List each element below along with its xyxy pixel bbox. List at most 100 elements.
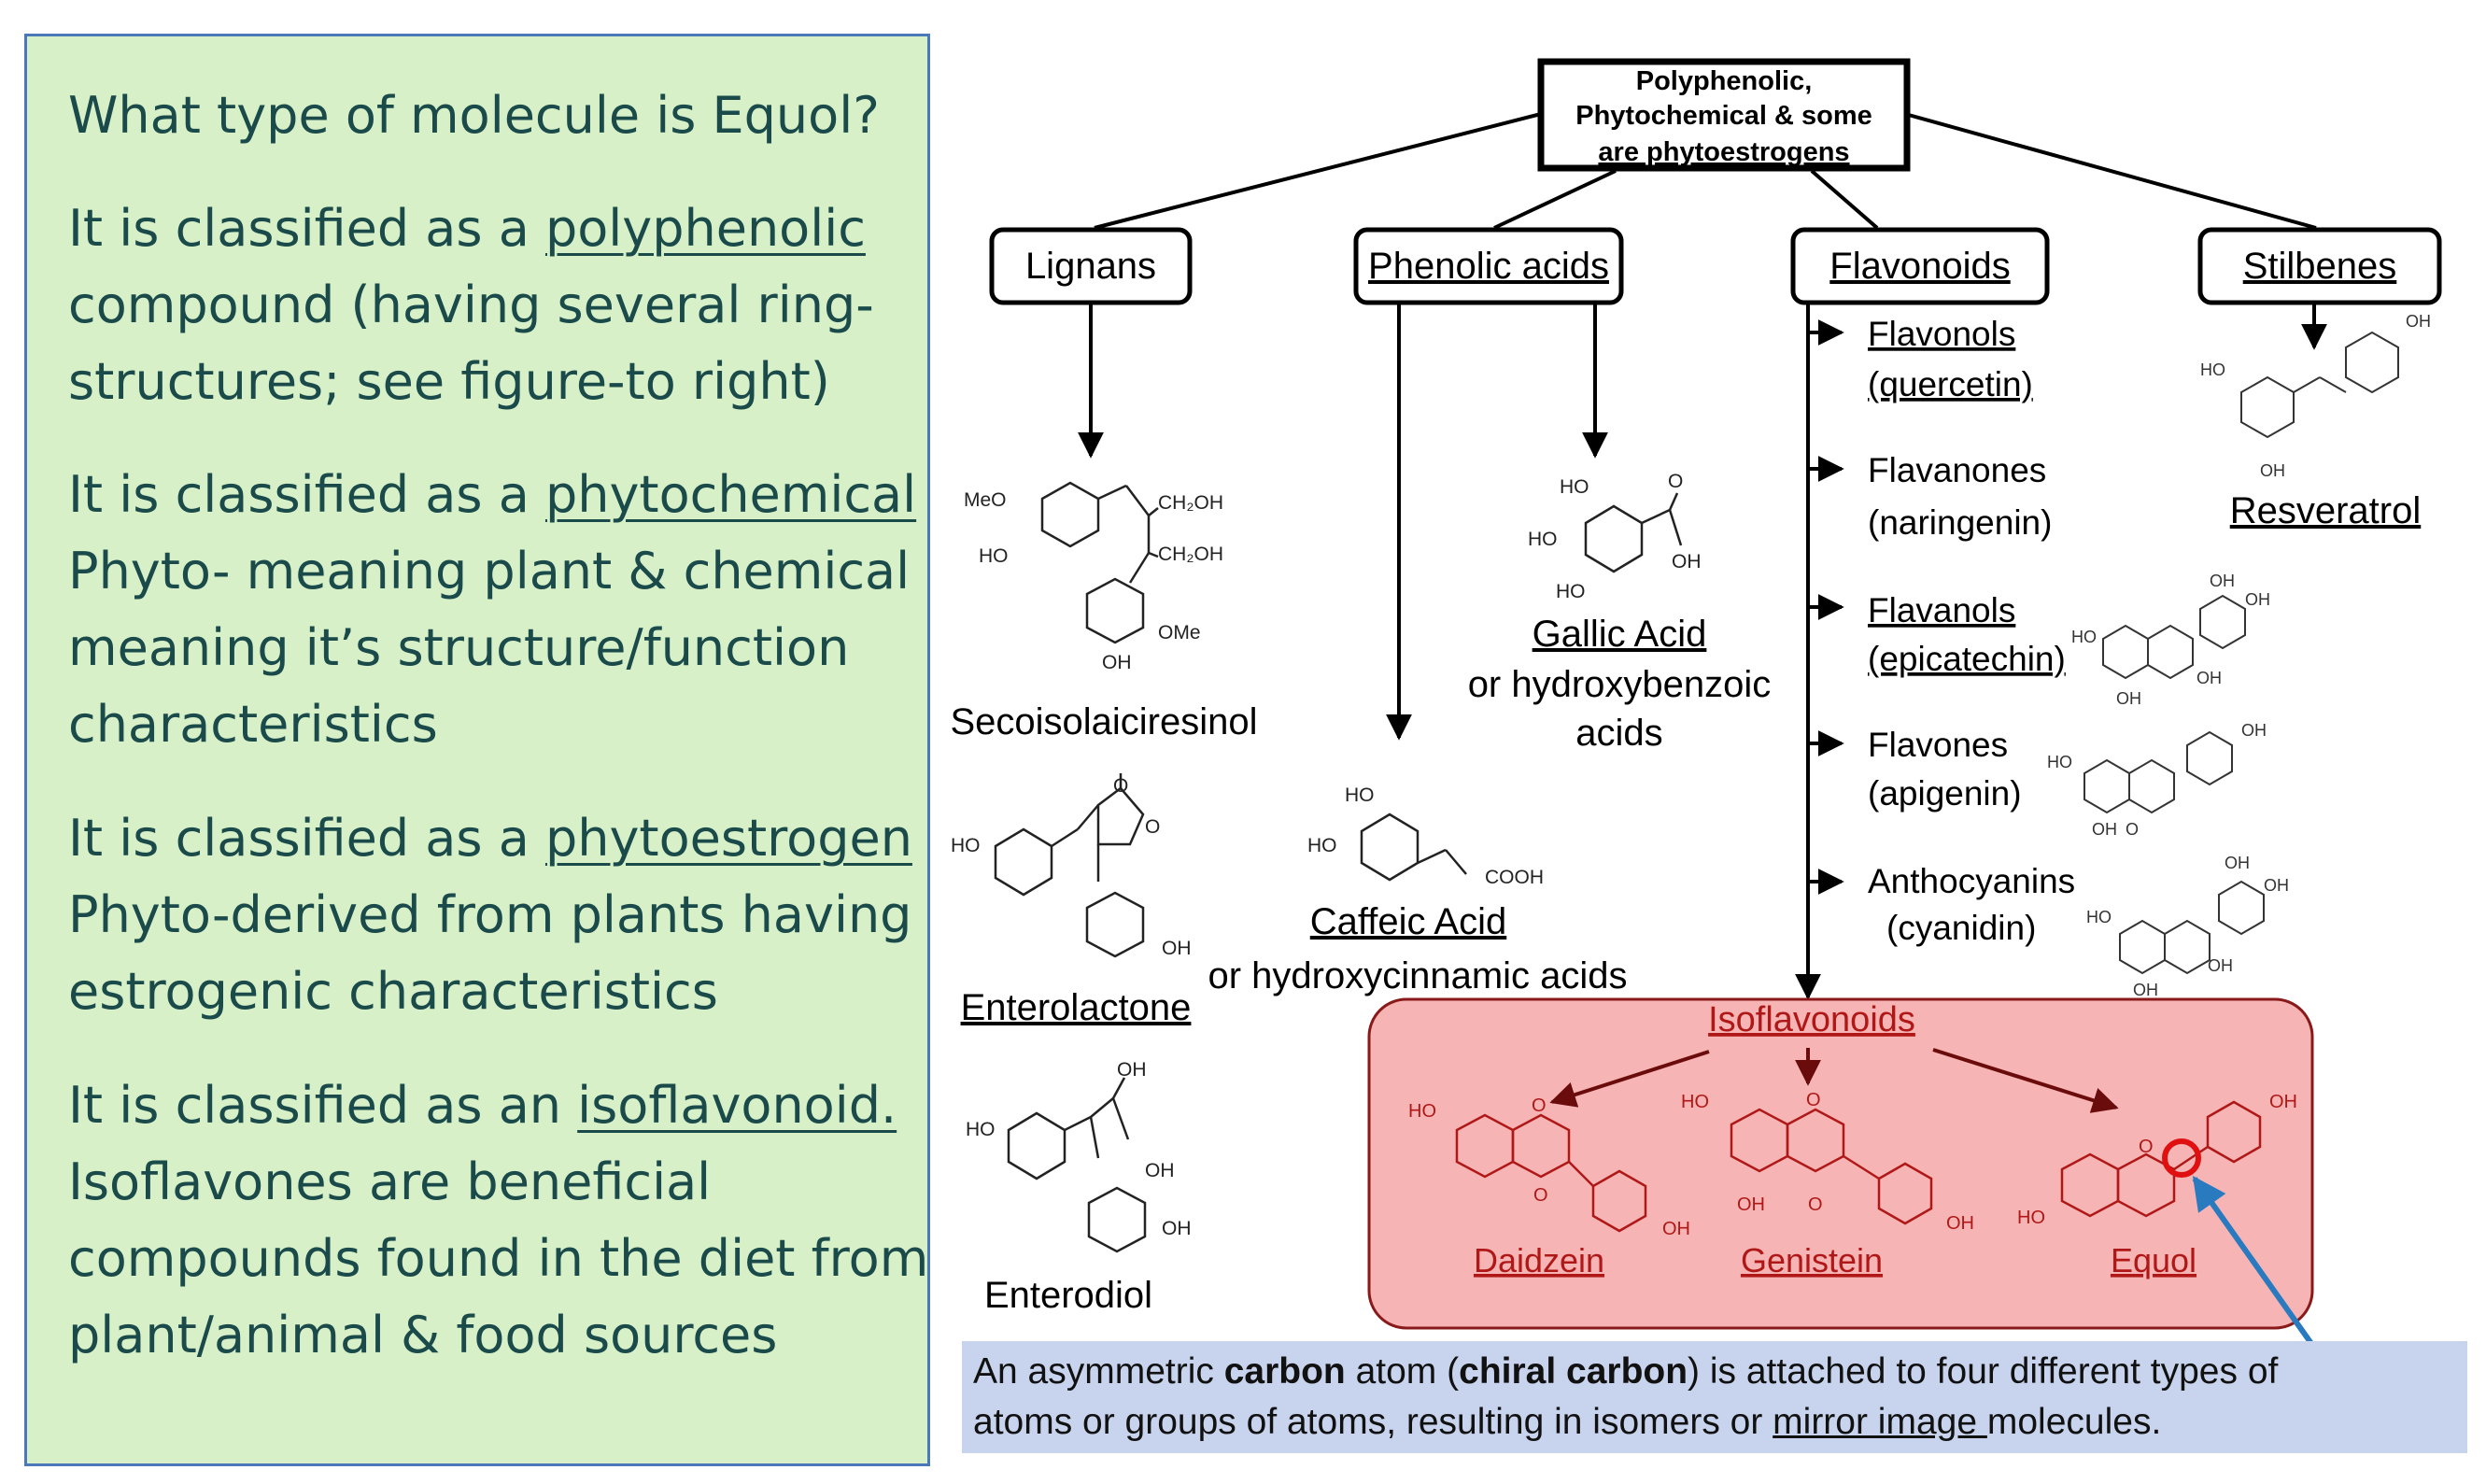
chem-label: O xyxy=(1533,1185,1548,1206)
tree-connectors xyxy=(1094,112,2317,230)
chem-label: HO xyxy=(979,545,1009,567)
daidzein-label: Daidzein xyxy=(1474,1241,1604,1279)
term-phytoestrogen: phytoestrogen xyxy=(544,809,912,868)
chem-label: OH xyxy=(1162,938,1192,959)
chem-label: O xyxy=(1532,1095,1547,1116)
text-line: Phyto-derived from plants having xyxy=(68,885,912,944)
caffeic-acid-structure xyxy=(1360,813,1467,882)
category-lignans: Lignans xyxy=(989,227,1193,305)
text-line: estrogenic characteristics xyxy=(68,962,718,1021)
chem-label: OH xyxy=(1662,1219,1690,1239)
secoisolariciresinol-structure xyxy=(1040,481,1159,644)
chem-label: HO xyxy=(2017,1208,2045,1228)
caption-bold: chiral carbon xyxy=(1459,1351,1688,1392)
chem-label: HO xyxy=(951,835,981,856)
question-heading: What type of molecule is Equol? xyxy=(68,86,880,145)
text-line: Isoflavones are beneficial xyxy=(68,1152,712,1211)
text: It is classified as a xyxy=(68,809,545,868)
naringenin-label: (naringenin) xyxy=(1868,503,2052,542)
genistein-label: Genistein xyxy=(1741,1241,1883,1279)
text: It is classified as an xyxy=(68,1076,578,1135)
category-phenolic-acids: Phenolic acids xyxy=(1353,227,1624,305)
caption-bold: carbon xyxy=(1223,1351,1346,1392)
text: It is classified as a xyxy=(68,199,545,258)
enterolactone-label: Enterolactone xyxy=(961,987,1192,1028)
chem-label: OMe xyxy=(1158,622,1201,643)
caption-line-1: An asymmetric carbon atom (chiral carbon… xyxy=(973,1347,2456,1397)
classification-phytochemical: It is classified as a phytochemical xyxy=(68,457,916,533)
chem-label: CH₂OH xyxy=(1158,492,1223,514)
chem-label: OH xyxy=(1145,1160,1175,1181)
chem-label: O xyxy=(1806,1090,1821,1110)
root-line-2: Phytochemical & some xyxy=(1575,101,1872,131)
flavonols-label: Flavonols xyxy=(1868,315,2015,353)
chem-label: OH xyxy=(2210,572,2235,590)
text-line: Phyto- meaning plant & chemical xyxy=(68,542,911,601)
chem-label: HO xyxy=(1345,784,1375,806)
caption-underlined: mirror image xyxy=(1773,1402,1987,1442)
resveratrol-label: Resveratrol xyxy=(2230,490,2422,531)
caffeic-acid-sub: or hydroxycinnamic acids xyxy=(1208,955,1627,996)
chem-label: COOH xyxy=(1485,867,1544,888)
text-line: characteristics xyxy=(68,695,438,754)
caption-text: ) is attached to four different types of xyxy=(1688,1351,2279,1392)
chem-label: OH xyxy=(2225,854,2250,872)
lignans-label: Lignans xyxy=(1025,246,1156,287)
text-line: compound (having several ring- xyxy=(68,276,874,334)
chem-label: OH xyxy=(1946,1213,1974,1234)
category-flavonoids: Flavonoids xyxy=(1790,227,2050,305)
chem-label: OH xyxy=(2196,669,2222,687)
chem-label: OH xyxy=(2208,956,2233,975)
cyanidin-label: (cyanidin) xyxy=(1886,909,2036,947)
daidzein-structure xyxy=(1455,1113,1647,1233)
chem-label: OH xyxy=(2092,820,2117,839)
term-polyphenolic: polyphenolic xyxy=(544,199,866,258)
enterodiol-label: Enterodiol xyxy=(984,1275,1152,1316)
caption-text: molecules. xyxy=(1986,1402,2162,1442)
caption-text: atom ( xyxy=(1345,1351,1460,1392)
tree-arrows xyxy=(1078,304,2327,1000)
classification-isoflavonoid: It is classified as an isoflavonoid. xyxy=(68,1067,897,1144)
chem-label: OH xyxy=(1162,1218,1192,1239)
chem-label: OH xyxy=(1672,551,1702,572)
gallic-acid-label: Gallic Acid xyxy=(1533,614,1707,655)
chem-label: HO xyxy=(2071,628,2097,646)
text-line: compounds found in the diet from xyxy=(68,1229,929,1288)
enterolactone-structure xyxy=(994,773,1145,958)
chem-label: OH xyxy=(2241,721,2267,740)
equol-label: Equol xyxy=(2111,1241,2196,1279)
chiral-carbon-highlight xyxy=(2162,1138,2201,1178)
classification-polyphenolic: It is classified as a polyphenolic xyxy=(68,191,866,267)
chiral-carbon-pointer-arrow xyxy=(2192,1176,2315,1347)
secoisolariciresinol-label: Secoisolaiciresinol xyxy=(950,701,1257,742)
chem-label: OH xyxy=(2406,312,2431,331)
isoflavonoids-label: Isoflavonoids xyxy=(1708,1000,1915,1039)
chem-label: HO xyxy=(1560,476,1589,498)
isoflavonoids-group: Isoflavonoids HO O O OH Daidzein HO xyxy=(1367,997,2314,1330)
caption-text: An asymmetric xyxy=(973,1351,1224,1392)
caffeic-acid-label: Caffeic Acid xyxy=(1310,901,1507,942)
caption-line-2: atoms or groups of atoms, resulting in i… xyxy=(973,1397,2456,1448)
chem-label: HO xyxy=(1681,1092,1709,1112)
gallic-acid-sub-2: acids xyxy=(1575,713,1662,754)
chem-label: OH xyxy=(2245,590,2270,609)
equol-structure xyxy=(2060,1100,2262,1218)
chem-label: HO xyxy=(1408,1101,1436,1122)
classification-phytoestrogen: It is classified as a phytoestrogen xyxy=(68,800,912,877)
chem-label: CH₂OH xyxy=(1158,544,1223,565)
text-line: structures; see figure-to right) xyxy=(68,352,830,411)
chem-label: HO xyxy=(2086,908,2112,926)
epicatechin-structure xyxy=(2102,594,2246,680)
chiral-carbon-caption: An asymmetric carbon atom (chiral carbon… xyxy=(962,1341,2467,1453)
chem-label: O xyxy=(1808,1194,1823,1215)
chem-label: O xyxy=(2126,820,2139,839)
text-line: meaning it’s structure/function xyxy=(68,618,850,677)
apigenin-structure xyxy=(2083,730,2233,814)
chem-label: O xyxy=(1113,775,1128,797)
gallic-acid-structure xyxy=(1584,492,1683,573)
caption-text: atoms or groups of atoms, resulting in i… xyxy=(973,1402,1773,1442)
chem-label: O xyxy=(1145,816,1160,838)
phenolic-acids-label: Phenolic acids xyxy=(1368,246,1609,287)
isoflavonoid-arrows xyxy=(1549,1048,2119,1113)
text: It is classified as a xyxy=(68,465,545,524)
